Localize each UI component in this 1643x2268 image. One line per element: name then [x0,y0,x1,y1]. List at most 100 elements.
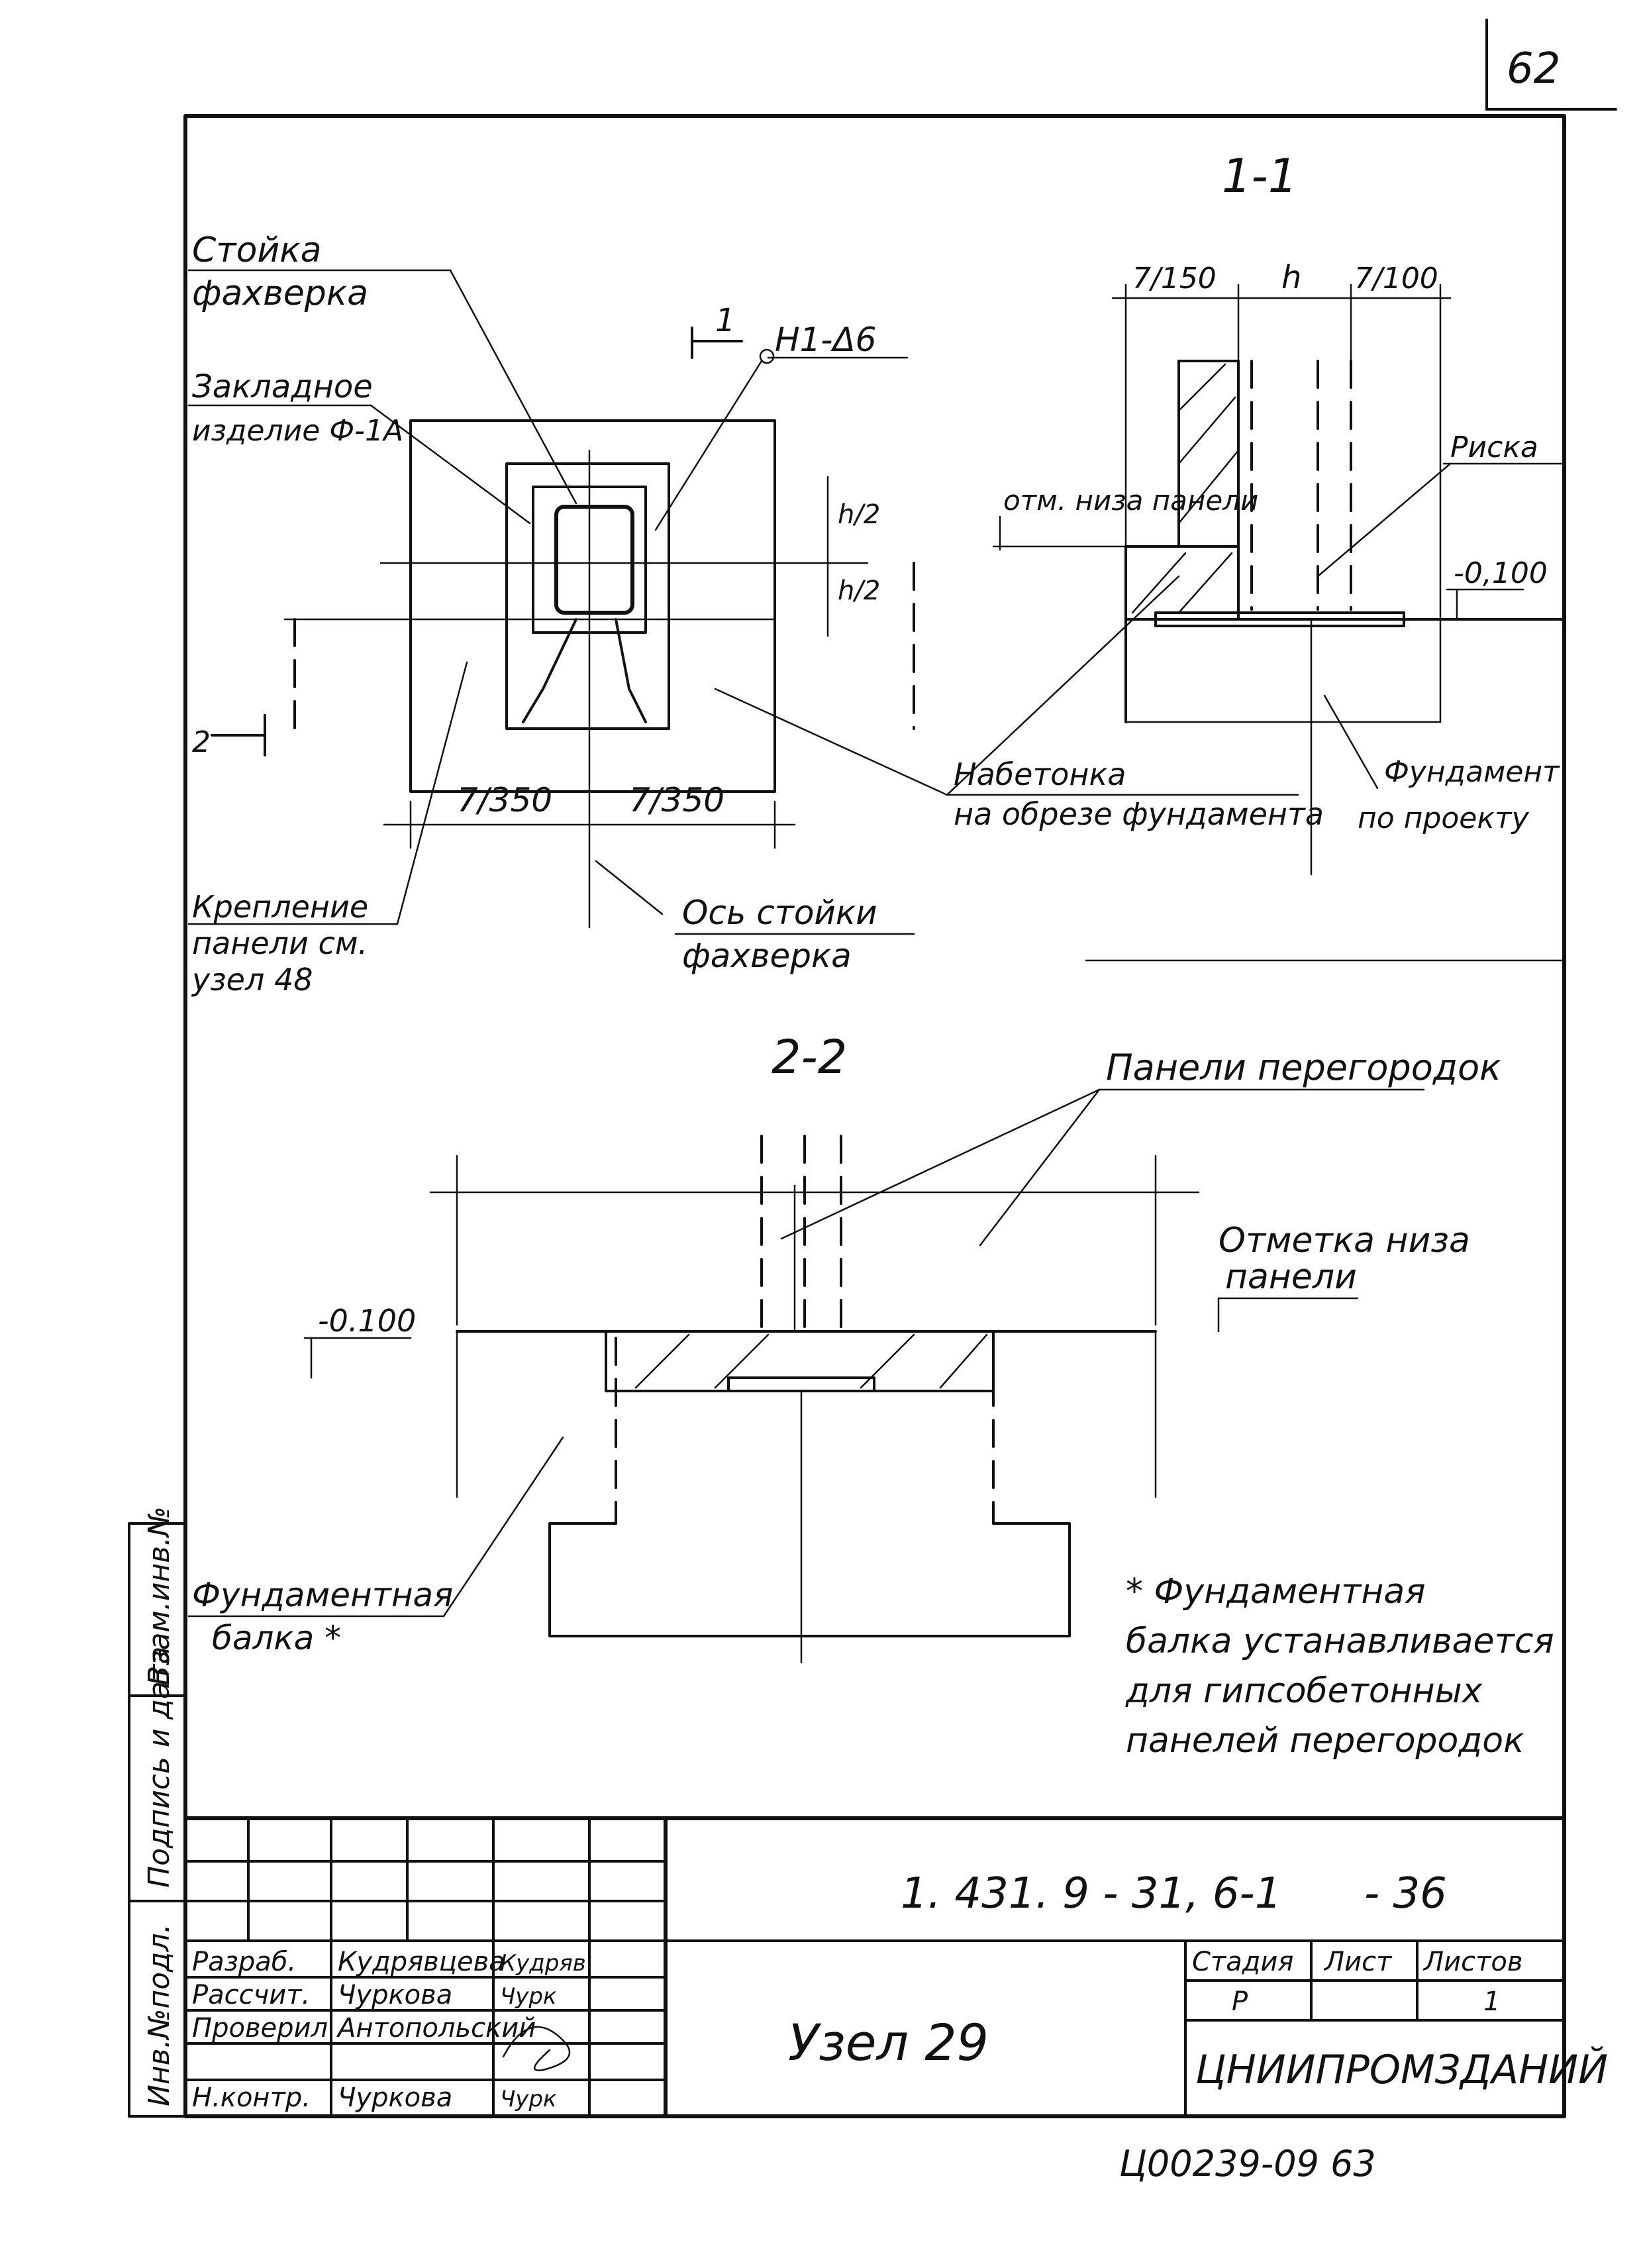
label-axis-1: Ось стойки [682,894,877,932]
title-block: Разраб. Кудрявцева Кудряв Рассчит. Чурко… [183,1816,1608,2118]
base-plate [727,1376,875,1392]
page-number: 62 [1507,44,1560,93]
cut-mark-1: 1 [715,302,736,339]
label-foundation-1: Фундамент [1384,755,1560,789]
label-fixing-3: узел 48 [191,962,313,998]
leader [442,1436,564,1618]
concrete-fill [522,618,647,723]
label-riska: Риска [1450,431,1538,464]
side-stamp-inv: Инв.№подл. [142,1924,176,2106]
leader [654,360,763,531]
leader [1317,462,1452,578]
name-checked: Антопольский [336,2013,536,2043]
level-value-2: -0.100 [318,1303,416,1339]
dim-label: 7/100 [1354,262,1438,295]
dim-label: 7/150 [1132,262,1217,295]
hatch [860,1333,915,1389]
leader [449,269,577,505]
leader [370,404,531,525]
role-calculated: Рассчит. [192,1980,310,2010]
note-line-2: балка устанавливается [1126,1622,1554,1661]
sign-norm-control: Чурк [500,2086,557,2112]
leader [714,688,948,796]
label-mark-2: панели [1225,1257,1357,1297]
label-concrete-1: Набетонка [954,756,1126,792]
sign-developer: Кудряв [500,1950,586,1977]
label-beam-2: балка * [212,1619,341,1657]
label-fixing-2: панели см. [192,925,368,961]
plan-view: Стойка фахверка Закладное изделие Ф-1А Н… [187,231,1324,998]
stage-header: Стадия [1192,1947,1293,1977]
dim-label: h [1281,259,1301,296]
name-norm-control: Чуркова [338,2083,452,2113]
leader [979,1088,1101,1247]
node-title: Узел 29 [788,2013,989,2072]
label-embedded-2: изделие Ф-1А [192,414,403,448]
cut-mark-2: 2 [192,725,211,759]
sheet-frame [183,114,1566,2118]
doc-code: 1. 431. 9 - 31, 6-1 [901,1869,1281,1918]
role-norm-control: Н.контр. [192,2083,311,2113]
side-stamp: Инв.№подл. Подпись и дата Взам.инв.№ [128,1506,187,2118]
label-panels: Панели перегородок [1106,1047,1501,1088]
section-2-2-title: 2-2 [772,1030,847,1084]
label-axis-2: фахверка [682,937,852,975]
footnote: * Фундаментная балка устанавливается для… [1125,1572,1554,1761]
dim-plan-left: 7/350 [457,781,552,819]
sheets-header: Листов [1422,1947,1522,1977]
dim-h2-b: h/2 [838,576,880,606]
post-section [554,505,634,615]
label-beam-1: Фундаментная [192,1576,453,1614]
side-stamp-sign: Подпись и дата [142,1647,176,1888]
name-calculated: Чуркова [338,1980,452,2010]
leader [595,860,664,915]
dim-h2-a: h/2 [838,499,880,530]
footing-section [548,1522,1071,1637]
note-line-1: * Фундаментная [1126,1572,1426,1612]
hatch [1177,363,1226,412]
label-panel-bottom: отм. низа панели [1003,484,1258,517]
role-checked: Проверил [192,2013,328,2043]
label-mark-1: Отметка низа [1219,1221,1470,1261]
name-developer: Кудрявцева [338,1947,505,1977]
section-1-1-title: 1-1 [1222,149,1297,203]
label-post-1: Стойка [192,231,321,270]
archive-code: Ц00239-09 63 [1119,2143,1376,2185]
organization: ЦНИИПРОМЗДАНИЙ [1195,2046,1608,2093]
note-line-3: для гипсобетонных [1125,1671,1483,1711]
sheets-value: 1 [1483,1986,1500,2017]
label-embedded-1: Закладное [192,368,373,405]
label-fixing-1: Крепление [192,889,368,925]
leader [1323,694,1379,790]
level-value: -0,100 [1454,556,1548,590]
topping-plan [505,462,670,730]
label-foundation-2: по проекту [1358,801,1530,835]
dim-plan-right: 7/350 [629,781,724,819]
hatch [1131,552,1187,614]
hatch [1177,396,1236,465]
sign-calculated: Чурк [500,1983,557,2010]
role-developer: Разраб. [192,1947,296,1977]
footing-plan [409,419,776,793]
label-post-2: фахверка [192,274,368,313]
label-concrete-2: на обрезе фундамента [954,796,1324,832]
leader [396,661,468,925]
doc-suffix: - 36 [1364,1869,1447,1918]
side-stamp-replace: Взам.инв.№ [142,1506,176,1686]
hatch [714,1333,770,1389]
stage-value: Р [1232,1986,1248,2017]
concrete-topping [605,1330,995,1392]
note-line-4: панелей перегородок [1126,1721,1524,1761]
sheet-header: Лист [1323,1947,1393,1977]
hatch [939,1333,988,1389]
signature-checked [502,2026,571,2071]
hatch [1177,449,1240,525]
hatch [1177,552,1233,614]
leader [780,1088,1101,1240]
node-ref: Н1-Δ6 [775,321,876,359]
section-2-2: 2-2 Панели перегородок -0.100 Отметка ни… [187,1030,1501,1664]
section-1-1: 1-1 7/150 h 7/100 Риска отм. низа панели [992,149,1566,962]
leader [946,575,1180,796]
hatch [634,1333,690,1389]
